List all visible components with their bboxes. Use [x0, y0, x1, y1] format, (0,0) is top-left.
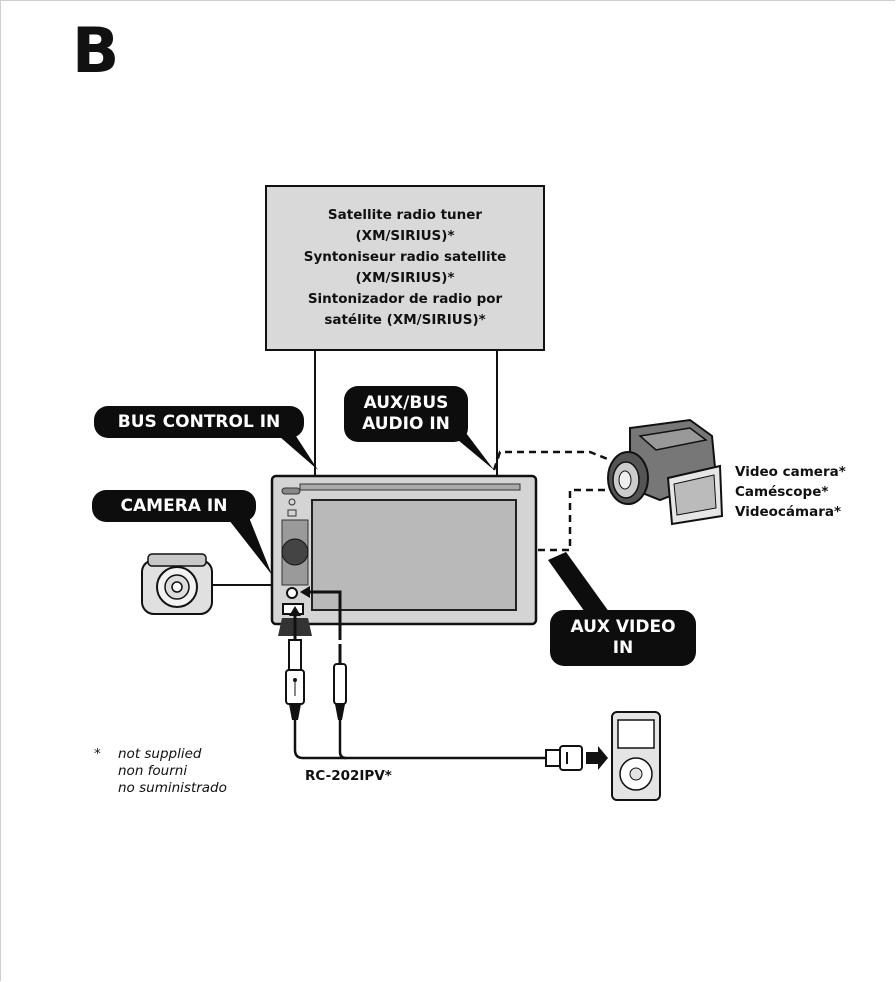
video-camera-label: Video camera* Caméscope* Videocámara*: [735, 462, 846, 522]
tuner-label-line: (XM/SIRIUS)*: [355, 270, 455, 286]
callout-pointers: [225, 425, 612, 622]
player-cables: [293, 720, 546, 760]
tuner-label-line: Syntoniseur radio satellite: [303, 249, 507, 265]
footnote-line: not supplied: [118, 746, 202, 762]
footnote: not supplied non fourni no suministrado: [118, 746, 227, 797]
callout-text: AUDIO IN: [362, 414, 450, 434]
callout-camera-in: CAMERA IN: [92, 490, 256, 522]
portable-player-icon: [611, 711, 661, 801]
tuner-label-line: Sintonizador de radio por: [307, 291, 503, 307]
callout-text: AUX/BUS: [363, 393, 449, 413]
callout-aux-bus-audio-in: AUX/BUS AUDIO IN: [344, 386, 468, 442]
tuner-label-line: (XM/SIRIUS)*: [355, 228, 455, 244]
callout-bus-control-in: BUS CONTROL IN: [94, 406, 304, 438]
callout-text: AUX VIDEO: [570, 617, 676, 637]
video-camera-icon: [607, 418, 724, 526]
callout-text: IN: [612, 638, 634, 658]
section-letter: B: [72, 14, 120, 87]
rear-camera-icon: [141, 553, 272, 615]
footnote-line: no suministrado: [118, 780, 227, 796]
satellite-tuner-box: Satellite radio tuner (XM/SIRIUS)* Synto…: [265, 185, 545, 351]
tuner-label-line: Satellite radio tuner: [327, 207, 483, 223]
head-unit: [270, 474, 538, 636]
cable-model-label: RC-202IPV*: [305, 768, 392, 784]
audio-jack-icon: [333, 644, 347, 720]
footnote-line: non fourni: [118, 763, 188, 779]
video-camera-label-line: Video camera*: [735, 464, 846, 480]
callout-aux-video-in: AUX VIDEO IN: [550, 610, 696, 666]
tuner-label-line: satélite (XM/SIRIUS)*: [324, 312, 486, 328]
dock-connector-icon: [545, 745, 608, 771]
callout-text: CAMERA IN: [120, 495, 228, 516]
tuner-cables: [314, 351, 498, 476]
usb-plug-icon: [285, 639, 305, 720]
video-camera-cables: [492, 450, 612, 552]
video-camera-label-line: Caméscope*: [735, 484, 829, 500]
footnote-marker: *: [94, 746, 101, 762]
input-arrows: [293, 590, 342, 640]
video-camera-label-line: Videocámara*: [735, 504, 842, 520]
callout-text: BUS CONTROL IN: [117, 411, 281, 432]
